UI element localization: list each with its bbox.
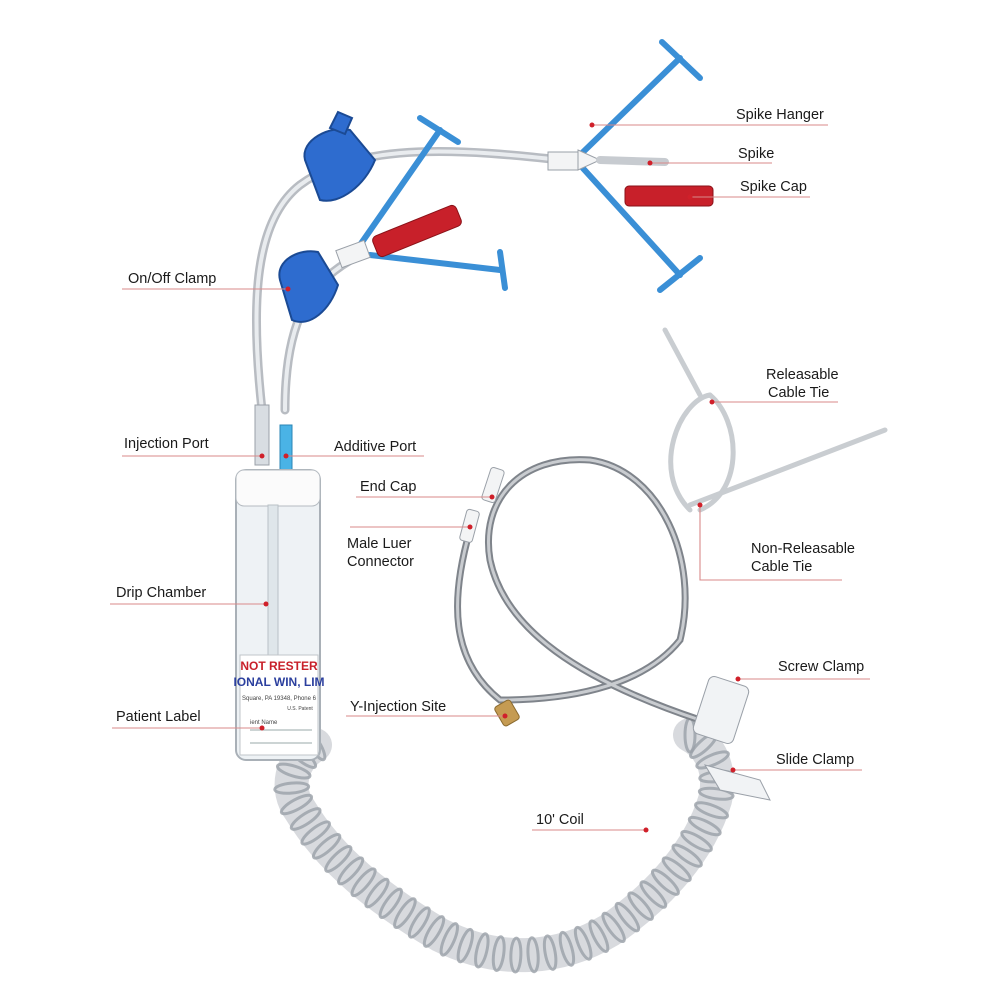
coil-ring — [439, 922, 459, 957]
lower-clamps — [692, 676, 771, 801]
label-spike-cap: Spike Cap — [740, 179, 807, 195]
callout-patient-label: Patient Label — [112, 709, 265, 731]
chamber-label-line3: Square, PA 19348, Phone 6 — [242, 696, 317, 702]
coil-ring — [364, 877, 390, 909]
callout-spike: Spike — [647, 146, 774, 166]
coil-ring — [661, 856, 692, 883]
callout-slide-clamp: Slide Clamp — [730, 752, 862, 773]
label-screw-clamp: Screw Clamp — [778, 659, 864, 675]
callout-injection-port: Injection Port — [122, 436, 265, 459]
label-10ft-coil: 10' Coil — [536, 812, 584, 828]
coil-ring — [680, 830, 713, 853]
coil-ring — [273, 781, 311, 795]
coil-ring — [279, 793, 314, 816]
callout-male-luer-connector: Male Luer Connector — [347, 524, 473, 570]
end-cap-part — [481, 466, 505, 504]
spike-caps — [372, 185, 714, 258]
spike-hangers — [357, 39, 703, 293]
coil-ring — [491, 935, 506, 972]
y-site-part — [494, 699, 520, 727]
label-patient-label: Patient Label — [116, 709, 201, 725]
coil-ring — [695, 750, 730, 770]
callout-10ft-coil: 10' Coil — [532, 812, 649, 833]
coil-ring — [573, 925, 593, 961]
coil-ring — [337, 856, 365, 886]
label-drip-chamber: Drip Chamber — [116, 585, 206, 601]
coil-ring — [378, 887, 403, 919]
chamber-label-line5: ient Name — [250, 720, 278, 726]
label-non-releasable-1: Non-Releasable — [751, 541, 855, 557]
coil-ring — [311, 832, 342, 860]
coil-ring — [324, 844, 353, 873]
callout-drip-chamber: Drip Chamber — [110, 585, 269, 607]
chamber-label-line2: IONAL WIN, LIM — [233, 675, 324, 689]
coil-ring — [407, 906, 431, 939]
callout-non-releasable-cable-tie: Non-Releasable Cable Tie — [697, 502, 855, 581]
extension-tubing — [454, 456, 704, 727]
coil-ring — [687, 815, 722, 837]
coil-ring — [671, 843, 703, 868]
coil-ring — [694, 801, 730, 820]
label-spike: Spike — [738, 146, 774, 162]
drip-chamber: NOT RESTER IONAL WIN, LIM Square, PA 193… — [233, 469, 325, 761]
coil-ring — [456, 927, 475, 964]
label-additive-port: Additive Port — [334, 439, 416, 455]
coil-ring — [558, 930, 576, 967]
chamber-label-line4: U.S. Patent — [287, 706, 313, 712]
coil-ring — [275, 762, 312, 780]
label-male-luer-1: Male Luer — [347, 536, 412, 552]
label-releasable-cable-tie-2: Cable Tie — [768, 385, 829, 401]
on-off-clamps — [278, 110, 377, 323]
callout-screw-clamp: Screw Clamp — [735, 659, 870, 682]
coil-ring — [526, 936, 540, 974]
callout-on-off-clamp: On/Off Clamp — [122, 271, 291, 292]
spikes — [335, 149, 669, 269]
coil-ring — [697, 786, 735, 801]
label-male-luer-2: Connector — [347, 554, 414, 570]
callout-spike-cap: Spike Cap — [687, 179, 810, 200]
chamber-label-line1: NOT RESTER — [240, 659, 318, 673]
coil-ring — [639, 880, 668, 909]
coil-ring — [393, 897, 417, 930]
callout-additive-port: Additive Port — [283, 439, 424, 459]
label-non-releasable-2: Cable Tie — [751, 559, 812, 575]
coil-ring — [289, 807, 322, 831]
coil-ring — [614, 901, 641, 933]
coil-ring — [509, 936, 523, 974]
label-releasable-cable-tie-1: Releasable — [766, 367, 839, 383]
callout-releasable-cable-tie: Releasable Cable Tie — [709, 367, 839, 405]
label-slide-clamp: Slide Clamp — [776, 752, 854, 768]
label-injection-port: Injection Port — [124, 436, 209, 452]
coil-ring — [650, 868, 680, 896]
cable-ties — [662, 327, 888, 513]
coil-ring — [422, 915, 446, 948]
top-ports — [254, 404, 293, 471]
coil-ring — [474, 932, 490, 969]
coil-ring — [601, 911, 626, 944]
coil-ring — [542, 934, 558, 971]
label-spike-hanger: Spike Hanger — [736, 107, 824, 123]
callout-y-injection-site: Y-Injection Site — [346, 699, 508, 719]
coil-ring — [627, 891, 654, 921]
callout-spike-hanger: Spike Hanger — [589, 107, 828, 128]
coil-ring — [300, 820, 332, 846]
label-on-off-clamp: On/Off Clamp — [128, 271, 216, 287]
coil-ring — [350, 867, 377, 898]
coil-ring — [588, 919, 610, 953]
label-end-cap: End Cap — [360, 479, 416, 495]
coil-tubing — [273, 716, 736, 974]
label-y-injection-site: Y-Injection Site — [350, 699, 446, 715]
callout-end-cap: End Cap — [356, 479, 495, 500]
